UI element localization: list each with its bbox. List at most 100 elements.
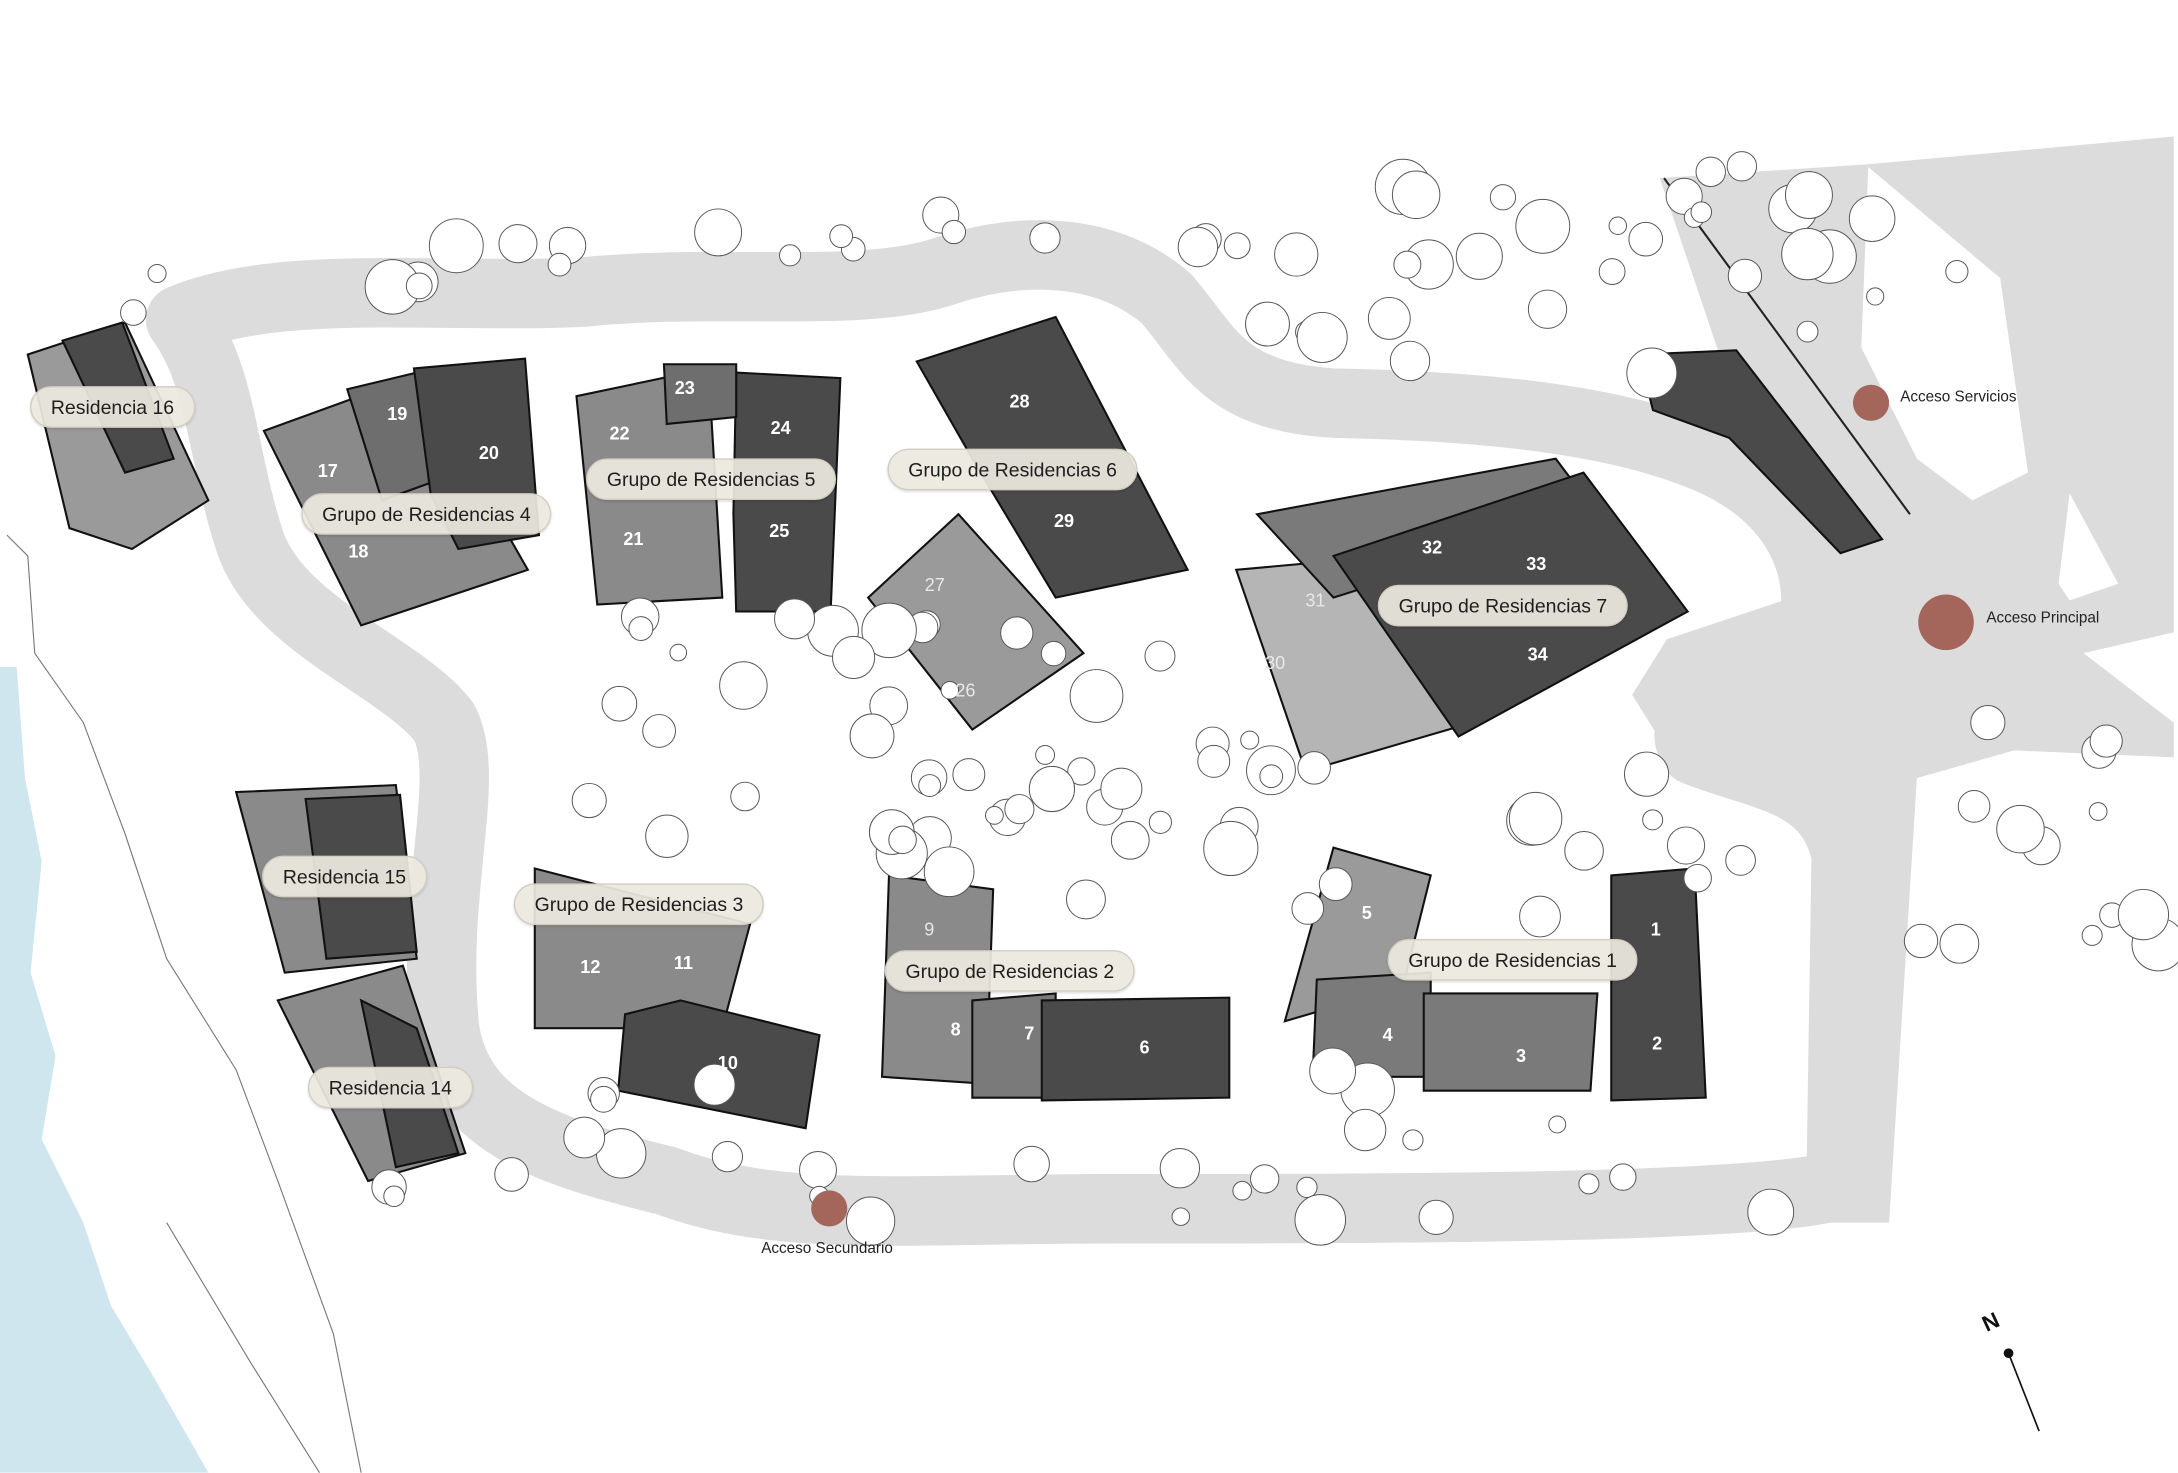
tree-icon: [923, 846, 975, 898]
tree-icon: [1110, 820, 1150, 860]
access-label-servicios: Acceso Servicios: [1900, 388, 2017, 406]
label-grupo-7[interactable]: Grupo de Residencias 7: [1377, 584, 1629, 627]
unit-number: 25: [769, 520, 790, 542]
tree-icon: [120, 299, 147, 326]
tree-icon: [1945, 259, 1969, 284]
label-grupo-3[interactable]: Grupo de Residencias 3: [513, 883, 765, 926]
tree-icon: [1727, 258, 1763, 294]
unit-number: 22: [609, 422, 630, 444]
access-marker-principal[interactable]: [1918, 594, 1974, 651]
unit-number: 20: [478, 442, 499, 464]
unit-number: 27: [924, 574, 945, 596]
tree-icon: [1000, 616, 1034, 650]
tree-icon: [494, 1157, 529, 1192]
tree-icon: [1159, 1148, 1201, 1189]
tree-icon: [1623, 751, 1670, 797]
tree-icon: [1939, 923, 1980, 964]
tree-icon: [1683, 863, 1712, 893]
tree-icon: [1389, 340, 1431, 382]
tree-icon: [1747, 1188, 1795, 1236]
tree-icon: [1418, 1199, 1454, 1235]
tree-icon: [1391, 170, 1441, 220]
label-grupo-5[interactable]: Grupo de Residencias 5: [586, 458, 837, 501]
unit-number: 3: [1515, 1045, 1527, 1067]
unit-number: 7: [1024, 1023, 1035, 1044]
tree-icon: [1393, 250, 1422, 279]
tree-icon: [1318, 867, 1353, 902]
tree-icon: [645, 814, 689, 858]
tree-icon: [628, 616, 654, 642]
access-marker-secundario[interactable]: [811, 1190, 848, 1227]
tree-icon: [694, 208, 743, 257]
north-label: N: [1979, 1309, 2004, 1338]
tree-icon: [563, 1116, 606, 1159]
tree-icon: [1609, 1163, 1637, 1191]
tree-icon: [1455, 232, 1503, 280]
tree-icon: [1296, 1176, 1318, 1199]
tree-icon: [1527, 289, 1568, 329]
coast-line: [166, 1222, 320, 1473]
label-grupo-4[interactable]: Grupo de Residencias 4: [301, 493, 552, 535]
tree-icon: [1177, 226, 1219, 268]
access-marker-servicios[interactable]: [1852, 384, 1890, 421]
tree-icon: [1598, 258, 1626, 285]
road-loop: [145, 220, 1883, 1246]
tree-icon: [1245, 301, 1290, 347]
tree-icon: [1628, 221, 1664, 257]
tree-icon: [2117, 888, 2170, 941]
label-residencia-16[interactable]: Residencia 16: [30, 386, 195, 428]
tree-icon: [831, 635, 876, 680]
tree-icon: [1970, 705, 2006, 741]
tree-icon: [1028, 765, 1076, 813]
tree-icon: [2081, 924, 2103, 946]
tree-icon: [1240, 730, 1260, 750]
tree-icon: [1367, 296, 1411, 340]
label-residencia-15[interactable]: Residencia 15: [262, 855, 427, 898]
tree-icon: [730, 781, 760, 812]
tree-icon: [1259, 764, 1284, 789]
tree-icon: [774, 598, 816, 640]
tree-icon: [1642, 809, 1664, 831]
unit-number: 4: [1382, 1024, 1393, 1046]
label-grupo-6[interactable]: Grupo de Residencias 6: [887, 448, 1138, 491]
label-grupo-1[interactable]: Grupo de Residencias 1: [1387, 938, 1638, 981]
unit-number: 30: [1265, 652, 1286, 673]
tree-icon: [669, 643, 688, 662]
tree-icon: [952, 758, 986, 792]
tree-icon: [1690, 201, 1713, 223]
tree-icon: [1796, 320, 1819, 343]
unit-number: 8: [950, 1018, 961, 1040]
unit-number: 2: [1652, 1032, 1663, 1054]
tree-icon: [1013, 1145, 1050, 1183]
unit-number: 24: [770, 417, 791, 439]
tree-icon: [1626, 347, 1678, 399]
label-grupo-2[interactable]: Grupo de Residencias 2: [884, 950, 1135, 992]
tree-icon: [1100, 767, 1143, 810]
tree-icon: [601, 685, 638, 722]
unit-number: 18: [348, 541, 369, 562]
unit-number: 33: [1526, 553, 1547, 575]
tree-icon: [1069, 669, 1124, 723]
tree-icon: [2089, 724, 2123, 758]
label-residencia-14[interactable]: Residencia 14: [307, 1066, 473, 1109]
tree-icon: [1515, 198, 1571, 254]
tree-icon: [1548, 1115, 1567, 1134]
tree-icon: [1957, 790, 1991, 823]
tree-icon: [693, 1063, 736, 1106]
tree-icon: [1695, 156, 1726, 188]
tree-icon: [1148, 810, 1172, 834]
tree-icon: [1067, 757, 1096, 786]
tree-icon: [985, 806, 1004, 825]
island: [2058, 493, 2119, 601]
tree-icon: [405, 272, 433, 300]
tree-icon: [571, 782, 607, 819]
unit-number: 10: [717, 1052, 738, 1074]
tree-icon: [1291, 892, 1325, 925]
tree-icon: [1402, 1129, 1424, 1151]
tree-icon: [2088, 802, 2108, 821]
tree-icon: [428, 218, 484, 274]
tree-icon: [1784, 171, 1833, 220]
water-body: [0, 667, 209, 1473]
unit-number: 1: [1650, 918, 1661, 940]
